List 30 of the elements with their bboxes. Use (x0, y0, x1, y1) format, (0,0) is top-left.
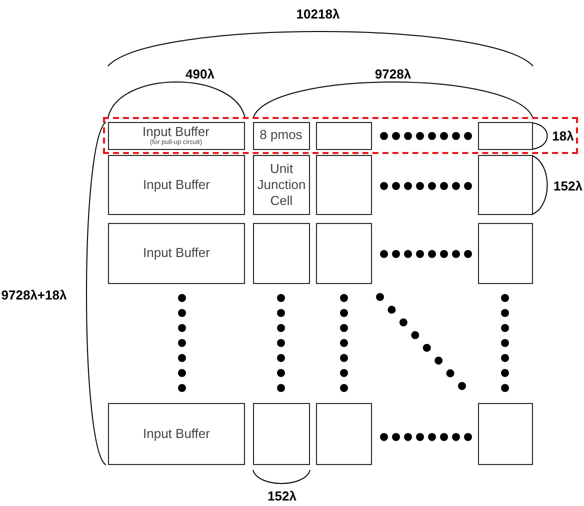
empty-cell-block (478, 223, 533, 284)
dimension-label: 152λ (268, 488, 296, 504)
dimension-label: 490λ (186, 66, 214, 82)
block-label: Input Buffer (143, 426, 210, 442)
block-label: Input Buffer (143, 176, 210, 194)
empty-cell-block (316, 155, 372, 215)
block-label: Input Buffer (143, 245, 210, 262)
highlight-frame (103, 117, 578, 154)
empty-cell-block (253, 403, 310, 465)
block-label: Unit Junction Cell (256, 160, 307, 210)
empty-cell-block (478, 155, 533, 215)
cell-block (252, 122, 310, 150)
cell-block (108, 403, 245, 465)
cell-block (253, 155, 310, 215)
empty-cell-block (478, 403, 533, 465)
dimension-label: 10218λ (296, 6, 340, 22)
dimension-label: 18λ (552, 128, 574, 144)
empty-cell-block (316, 223, 372, 284)
empty-cell-block (316, 122, 372, 150)
empty-cell-block (253, 223, 310, 284)
block-label: 8 pmos (260, 127, 302, 144)
dimension-label: 152λ (554, 178, 582, 194)
block-label: Input Buffer (142, 124, 210, 140)
dimension-label: 9728λ+18λ (1, 288, 67, 302)
cell-block (108, 155, 245, 215)
empty-cell-block (316, 403, 372, 465)
empty-cell-block (478, 122, 532, 150)
dimension-label: 9728λ (374, 66, 412, 82)
cell-block (108, 122, 244, 150)
cell-block (108, 223, 245, 284)
